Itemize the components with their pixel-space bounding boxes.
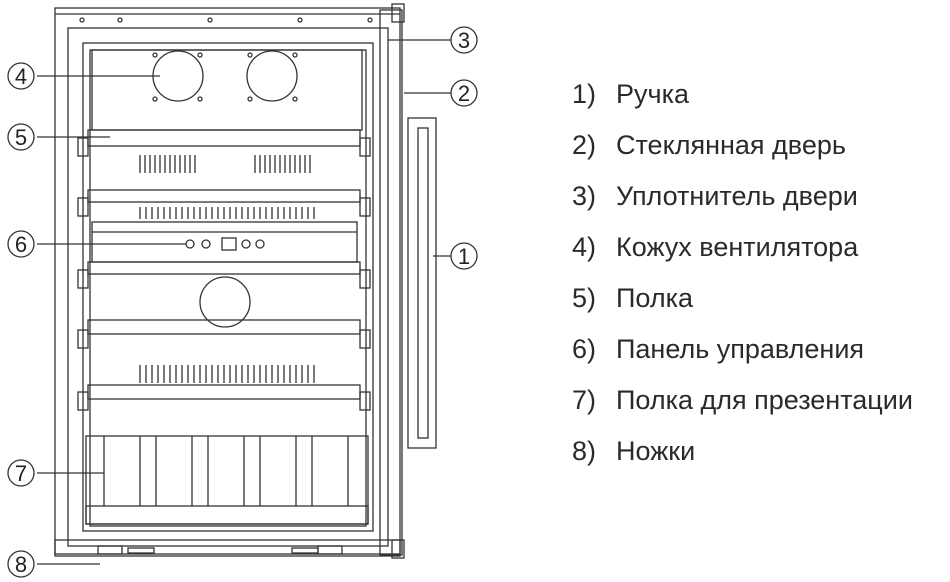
legend-item: 3) Уплотнитель двери [572,174,913,225]
legend-item: 1) Ручка [572,72,913,123]
door-handle [407,117,437,449]
control-panel [91,221,358,263]
callout-8: 8 [15,552,27,577]
interior-liner [82,42,374,532]
legend-item: 8) Ножки [572,429,913,480]
legend-item: 5) Полка [572,276,913,327]
shelf-4 [87,319,361,335]
legend-number: 1) [572,79,597,109]
fan-right [246,50,298,102]
callout-5: 5 [15,125,27,150]
legend-number: 8) [572,436,597,466]
legend-label: Кожух вентилятора [616,232,859,262]
legend-label: Полка [616,283,694,313]
legend-label: Полка для презентации [616,385,913,415]
callout-6: 6 [15,232,27,257]
vent-slots-3 [139,365,315,383]
fan-left [152,50,204,102]
legend-number: 6) [572,334,597,364]
legend-item: 4) Кожух вентилятора [572,225,913,276]
callout-4: 4 [15,64,27,89]
glass-door [379,9,403,556]
foot-left [97,545,123,555]
callout-7: 7 [15,461,27,486]
callout-2: 2 [458,81,470,106]
fan-lower [199,276,251,328]
legend-label: Уплотнитель двери [616,181,858,211]
callout-1: 1 [458,244,470,269]
fan-cover [91,49,363,131]
legend-label: Стеклянная дверь [616,130,846,160]
legend-number: 4) [572,232,597,262]
cabinet-base [54,539,401,555]
legend-item: 2) Стеклянная дверь [572,123,913,174]
callout-3: 3 [458,28,470,53]
legend-label: Ручка [616,79,689,109]
legend-number: 3) [572,181,597,211]
vent-slots-2 [139,207,315,219]
presentation-shelf [85,435,369,525]
legend-item: 7) Полка для презентации [572,378,913,429]
legend-item: 6) Панель управления [572,327,913,378]
parts-legend: 1) Ручка 2) Стеклянная дверь 3) Уплотнитель… [572,72,913,480]
shelf-5 [87,384,361,400]
shelf-3 [87,261,361,275]
vent-slots-1 [139,155,311,173]
shelf-2 [87,189,361,203]
foot-right [317,545,343,555]
legend-label: Ножки [616,436,696,466]
shelf-1 [87,129,361,147]
cabinet-inner-frame [67,27,389,547]
cabinet-outer [54,7,401,557]
legend-number: 7) [572,385,597,415]
legend-number: 5) [572,283,597,313]
legend-number: 2) [572,130,597,160]
legend-label: Панель управления [616,334,865,364]
